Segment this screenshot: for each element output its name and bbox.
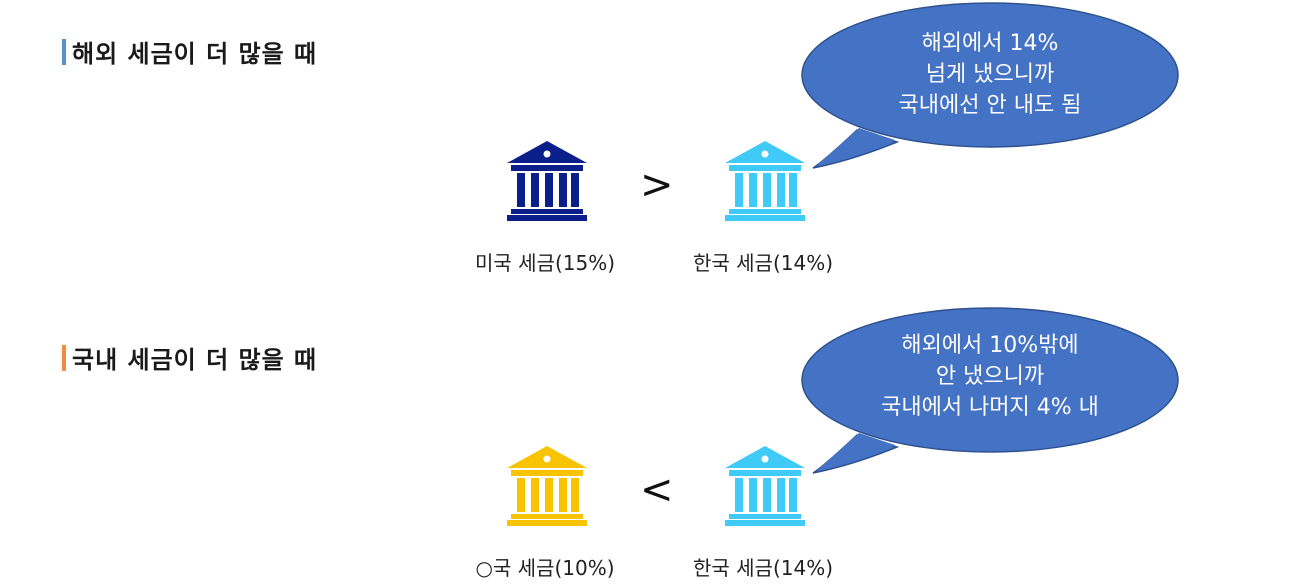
bubble-line: 국내에서 나머지 4% 내 [881,395,1099,420]
comparison-operator: < [640,467,674,513]
right-tax-label: 한국 세금(14%) [692,556,834,580]
bank-building-icon [725,446,805,526]
title-accent-bar [62,344,66,371]
section-title-domestic: 국내 세금이 더 많을 때 [62,340,317,375]
speech-bubble [801,307,1179,474]
bank-building-icon [725,141,805,221]
speech-bubble-text: 해외에서 10%밖에 안 냈으니까 국내에서 나머지 4% 내 [815,330,1165,423]
section-title-text: 국내 세금이 더 많을 때 [72,346,318,374]
bubble-line: 해외에서 10%밖에 [901,333,1079,358]
section-title-foreign: 해외 세금이 더 많을 때 [62,34,317,69]
speech-bubble-text: 해외에서 14% 넘게 냈으니까 국내에선 안 내도 됨 [815,28,1165,121]
left-tax-label: 미국 세금(15%) [474,251,616,275]
bubble-line: 넘게 냈으니까 [925,62,1055,87]
right-tax-label: 한국 세금(14%) [692,251,834,275]
left-tax-label: ○국 세금(10%) [475,556,615,580]
comparison-operator: > [640,162,674,208]
speech-bubble [801,2,1179,169]
title-accent-bar [62,38,66,65]
bank-building-icon [507,446,587,526]
bubble-line: 안 냈으니까 [935,364,1045,389]
bank-building-icon [507,141,587,221]
bubble-line: 국내에선 안 내도 됨 [898,93,1082,118]
bubble-line: 해외에서 14% [921,31,1059,56]
section-title-text: 해외 세금이 더 많을 때 [72,40,318,68]
